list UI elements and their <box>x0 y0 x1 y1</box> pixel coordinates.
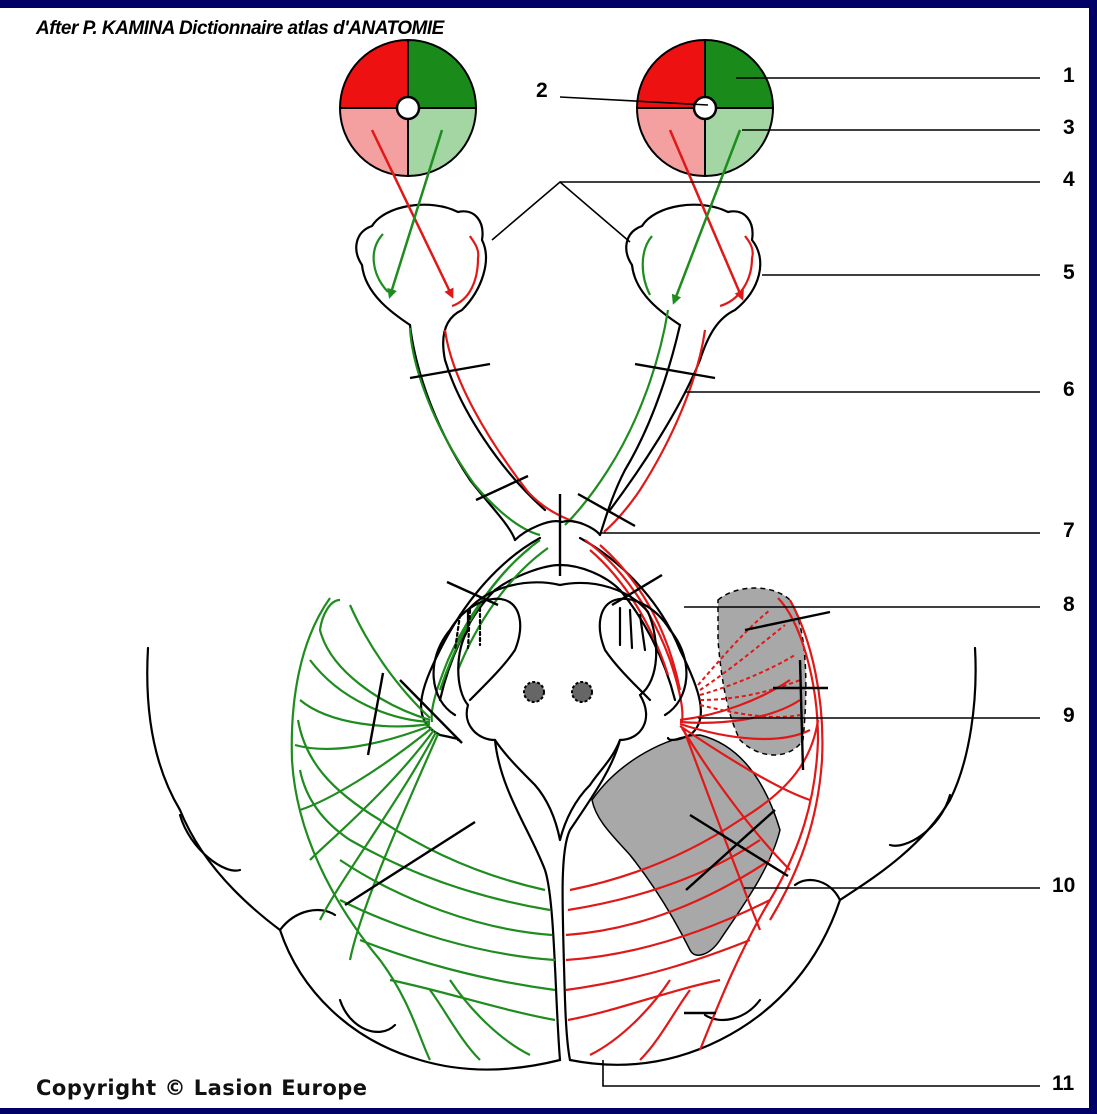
label-8: 8 <box>1063 593 1075 616</box>
left-eye-and-optic-nerve <box>356 205 575 540</box>
label-5: 5 <box>1063 261 1075 284</box>
label-3: 3 <box>1063 116 1075 139</box>
label-2: 2 <box>536 79 548 102</box>
label-6: 6 <box>1063 378 1075 401</box>
label-1: 1 <box>1063 64 1075 87</box>
green-lgn-hatching <box>455 608 645 650</box>
label-7: 7 <box>1063 519 1075 542</box>
green-optic-radiations <box>292 598 555 1060</box>
label-10: 10 <box>1052 874 1075 897</box>
superior-colliculi <box>524 682 592 702</box>
right-visual-field-disc <box>637 40 773 176</box>
chiasma-outline <box>515 521 600 540</box>
copyright-notice: Copyright © Lasion Europe <box>36 1076 368 1100</box>
left-visual-field-disc <box>340 40 476 176</box>
label-9: 9 <box>1063 704 1075 727</box>
label-11: 11 <box>1052 1072 1075 1095</box>
label-4: 4 <box>1063 168 1075 191</box>
left-cerebral-peduncle <box>434 599 521 715</box>
